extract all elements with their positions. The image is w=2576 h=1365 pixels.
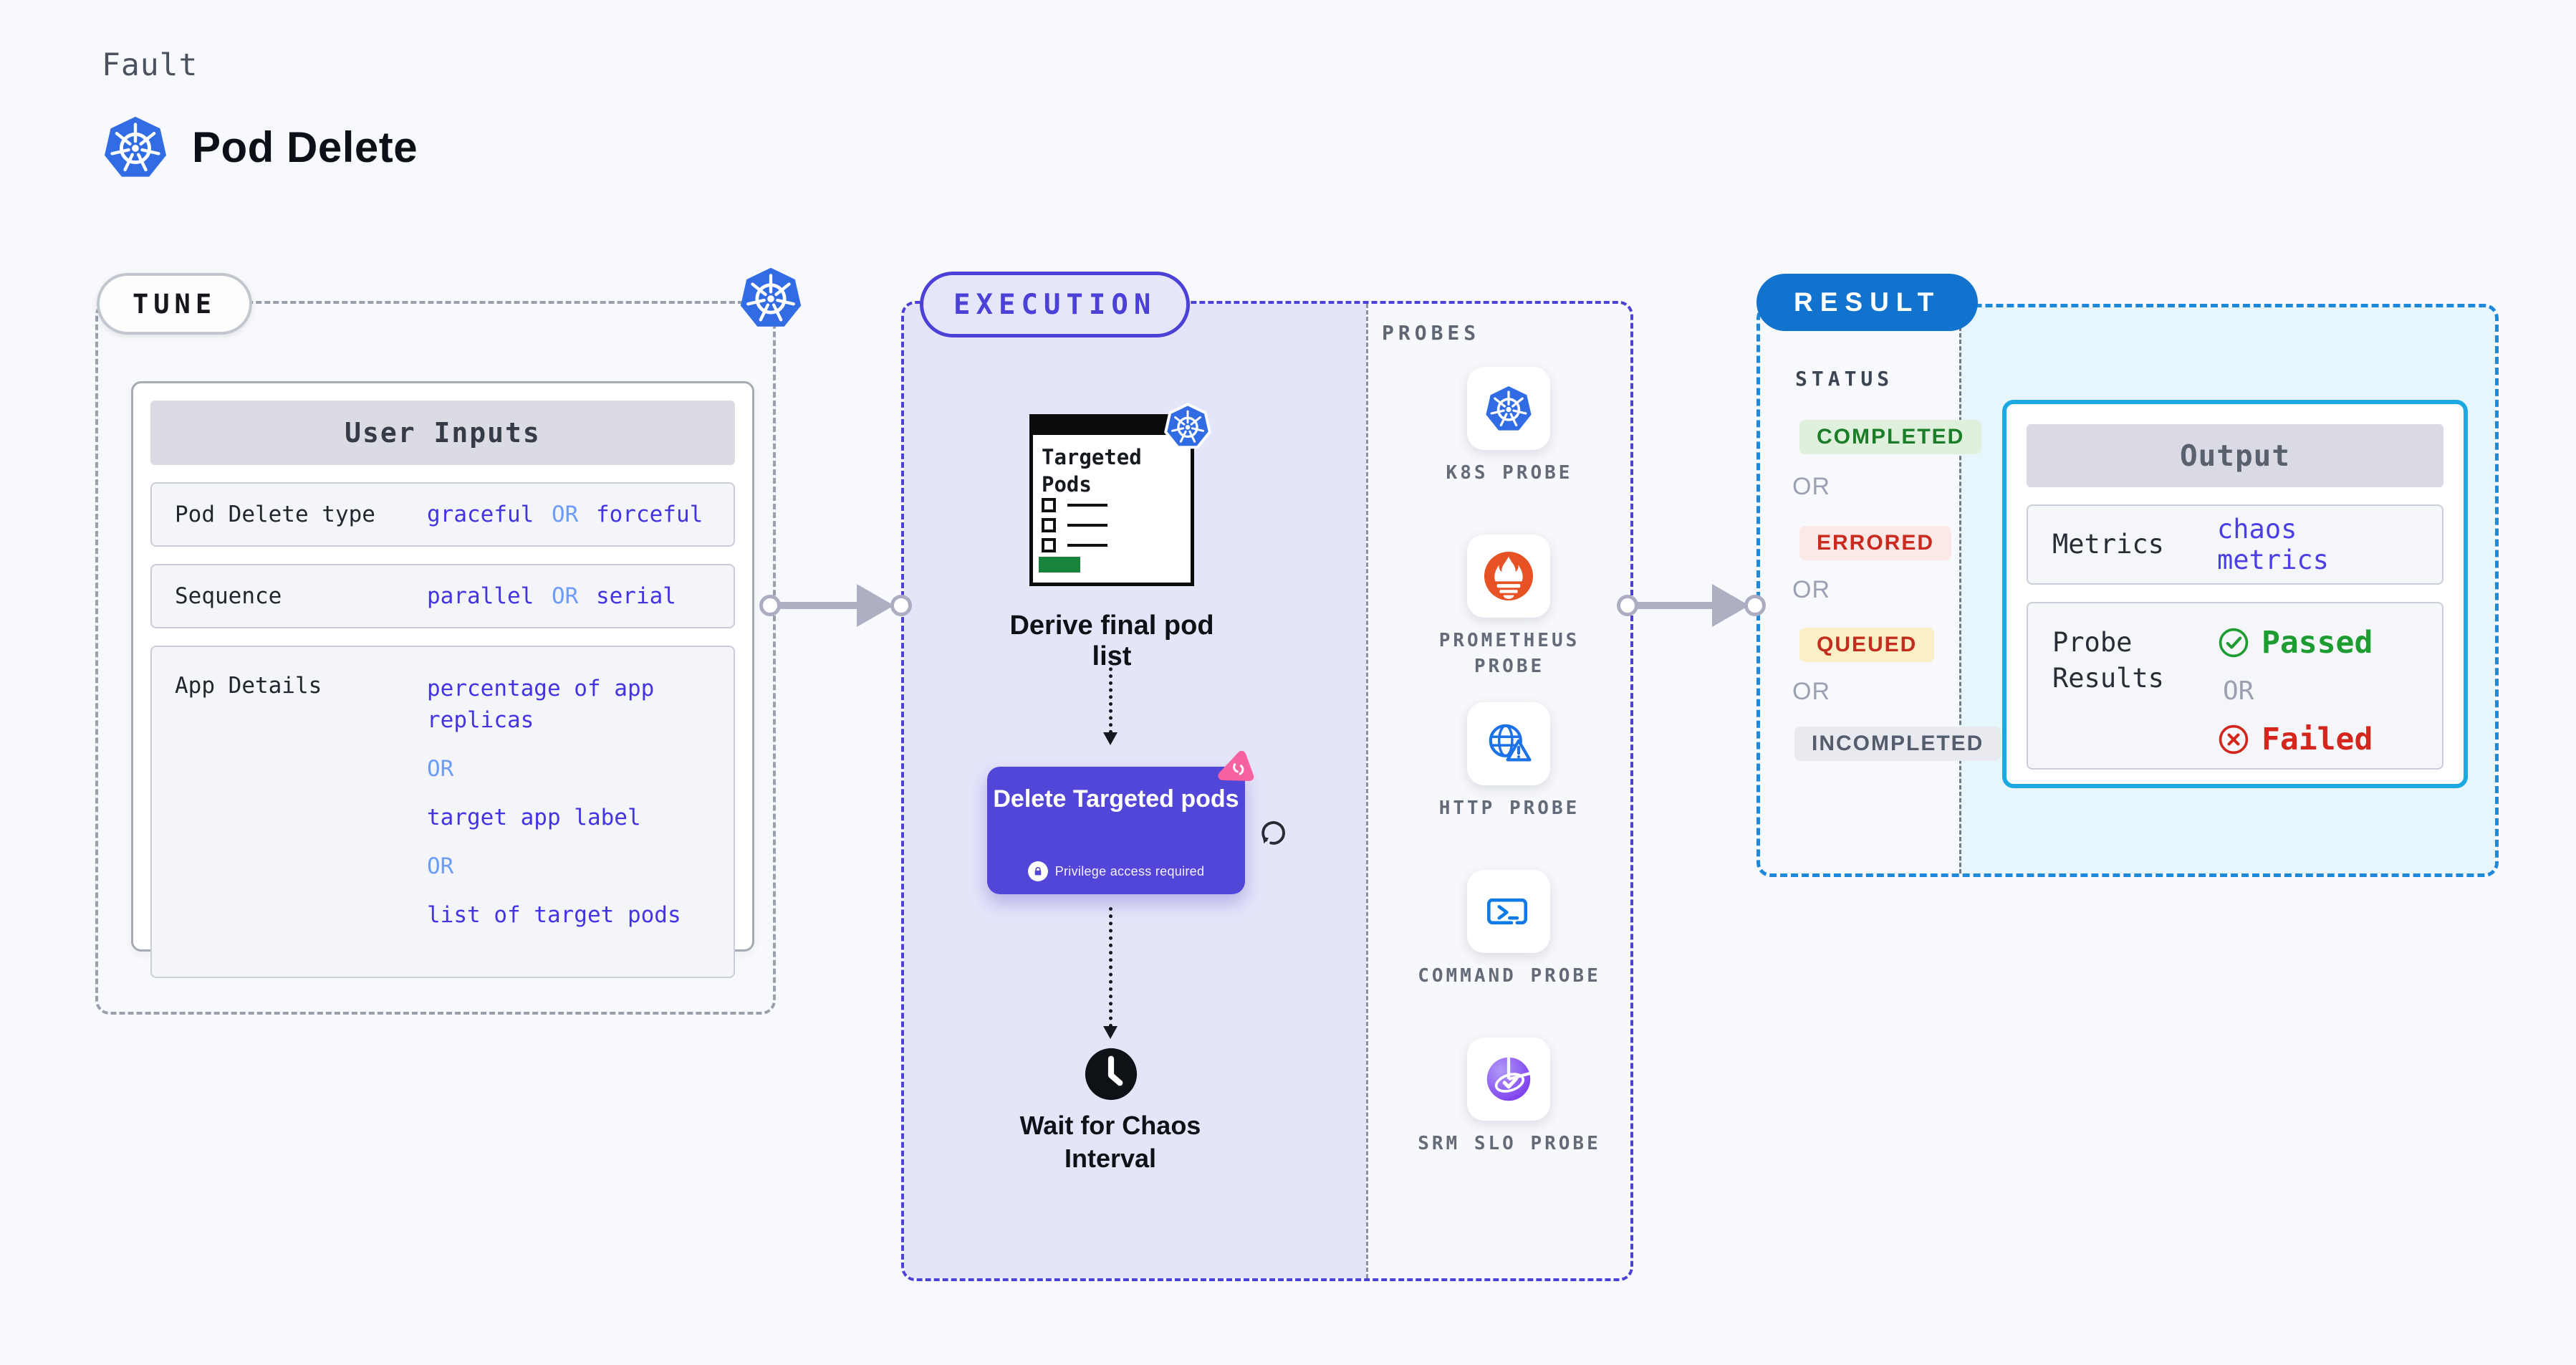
output-header: Output [2027, 424, 2443, 487]
delete-targeted-pods-node: Delete Targeted pods Privilege access re… [987, 767, 1245, 894]
user-input-row-app-details: App Details percentage of app replicas O… [150, 646, 735, 978]
status-separator [1959, 307, 1961, 873]
probe-label: COMMAND PROBE [1418, 965, 1601, 987]
fault-kicker: Fault [102, 47, 198, 83]
probe-label: SRM SLO PROBE [1418, 1133, 1601, 1154]
or-separator: OR [1792, 678, 1830, 705]
probes-separator [1366, 304, 1368, 1278]
kubernetes-icon [1483, 383, 1534, 434]
probe-card-prometheus [1467, 535, 1550, 618]
probe-card-srm-slo [1467, 1038, 1550, 1121]
connector-dot [1744, 595, 1766, 616]
flow-dotted-line [1109, 907, 1112, 1028]
status-badge-completed: COMPLETED [1799, 420, 1982, 454]
status-badge-errored: ERRORED [1799, 526, 1952, 560]
execution-pill: EXECUTION [920, 272, 1191, 337]
row-value: Passed OR Failed [2217, 625, 2373, 757]
lock-icon [1027, 861, 1048, 881]
row-label: Probe Results [2052, 627, 2164, 694]
result-pill: RESULT [1756, 274, 1979, 331]
status-heading: STATUS [1795, 367, 1894, 391]
prometheus-icon [1482, 550, 1535, 603]
refresh-icon [1255, 815, 1289, 850]
user-inputs-card: User Inputs Pod Delete type graceful OR … [131, 381, 754, 978]
flow-dotted-line [1109, 653, 1112, 734]
row-value: percentage of app replicas OR target app… [427, 676, 681, 928]
privilege-row: Privilege access required [987, 861, 1245, 881]
step-wait-chaos-interval: Wait for Chaos Interval [1019, 1111, 1201, 1173]
row-value: chaos metrics [2217, 514, 2329, 575]
status-badge-queued: QUEUED [1799, 628, 1935, 662]
probes-heading: PROBES [1382, 321, 1481, 345]
row-label: Sequence [175, 583, 282, 609]
command-probe-icon [1485, 888, 1532, 935]
user-inputs-header: User Inputs [150, 401, 735, 465]
or-separator: OR [2223, 676, 2254, 706]
checkbox-icon [1042, 518, 1056, 532]
kubernetes-icon [100, 112, 170, 182]
probe-label: HTTP PROBE [1438, 798, 1580, 819]
row-value: graceful OR forceful [427, 502, 703, 527]
x-circle-icon [2217, 723, 2250, 756]
kubernetes-icon [1163, 402, 1212, 451]
row-label: App Details [175, 673, 322, 699]
checkbox-icon [1042, 538, 1056, 552]
probe-label: K8S PROBE [1446, 462, 1573, 484]
litmus-chaos-icon [1216, 748, 1256, 788]
probe-card-http [1467, 702, 1550, 785]
checklist-window-icon: Targeted Pods [1029, 414, 1194, 586]
http-probe-icon [1484, 719, 1534, 769]
page-title: Pod Delete [192, 123, 418, 171]
or-separator: OR [1792, 473, 1830, 500]
row-label: Pod Delete type [175, 502, 375, 527]
connector-dot [1617, 595, 1638, 616]
checkbox-icon [1042, 498, 1056, 512]
probe-card-k8s [1467, 367, 1550, 450]
status-badge-incompleted: INCOMPLETED [1794, 727, 2001, 761]
probe-result-failed: Failed [2217, 722, 2373, 757]
check-circle-icon [2217, 626, 2250, 659]
kubernetes-icon [736, 263, 805, 332]
or-separator: OR [1792, 576, 1830, 603]
user-input-row-sequence: Sequence parallel OR serial [150, 564, 735, 628]
tune-section-box [95, 301, 776, 1015]
connector-dot [759, 595, 781, 616]
row-label: Metrics [2052, 529, 2164, 560]
tune-pill: TUNE [97, 273, 253, 335]
probe-card-command [1467, 870, 1550, 953]
output-row-metrics: Metrics chaos metrics [2027, 504, 2443, 585]
row-value: parallel OR serial [427, 583, 676, 609]
window-title: Targeted Pods [1042, 445, 1142, 497]
arrow-down-icon [1103, 732, 1118, 745]
srm-slo-probe-icon [1483, 1053, 1534, 1105]
connector-dot [890, 595, 912, 616]
user-input-row-pod-delete-type: Pod Delete type graceful OR forceful [150, 482, 735, 547]
output-row-probe-results: Probe Results Passed OR Failed [2027, 602, 2443, 770]
node-title: Delete Targeted pods [993, 785, 1239, 813]
progress-bar [1039, 557, 1080, 573]
output-card: Output Metrics chaos metrics Probe Resul… [2002, 400, 2468, 788]
probe-result-passed: Passed [2217, 625, 2373, 661]
probe-label: PROMETHEUS PROBE [1438, 630, 1580, 677]
arrow-down-icon [1103, 1026, 1118, 1039]
clock-icon [1082, 1045, 1140, 1103]
